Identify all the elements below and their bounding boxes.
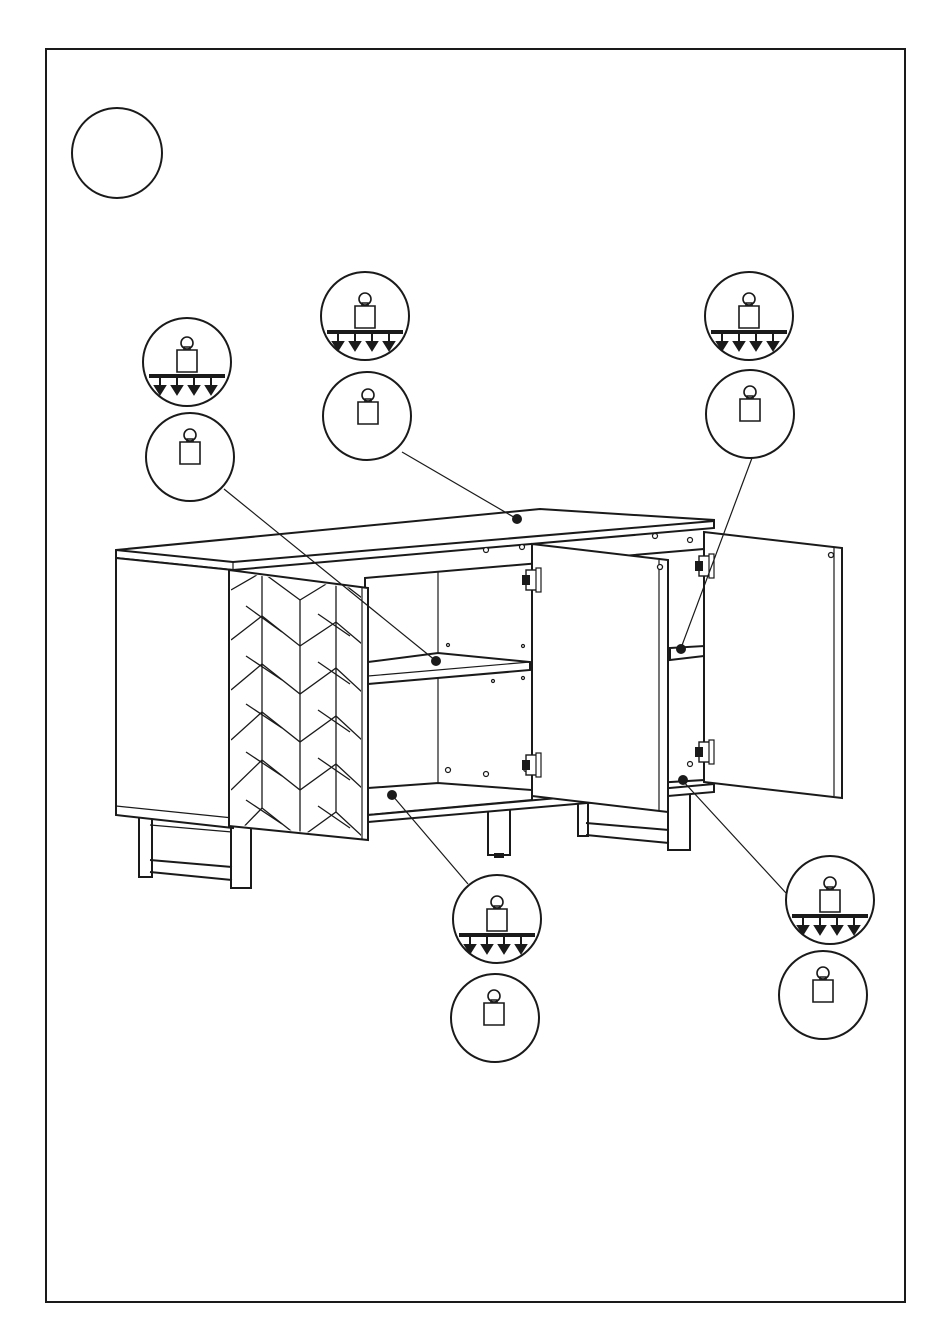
sideboard-cabinet [116, 509, 842, 888]
left-side-panel [116, 558, 233, 828]
callout-left-shelf [143, 318, 234, 501]
center-door [532, 544, 668, 812]
callout-right-shelf [705, 272, 794, 458]
callout-top-panel [321, 272, 411, 460]
left-door-herringbone [229, 570, 368, 840]
right-door [704, 532, 842, 798]
callout-right-bottom [779, 856, 874, 1039]
step-circle [72, 108, 162, 198]
center-leg [488, 805, 510, 855]
callout-left-bottom [451, 875, 541, 1062]
